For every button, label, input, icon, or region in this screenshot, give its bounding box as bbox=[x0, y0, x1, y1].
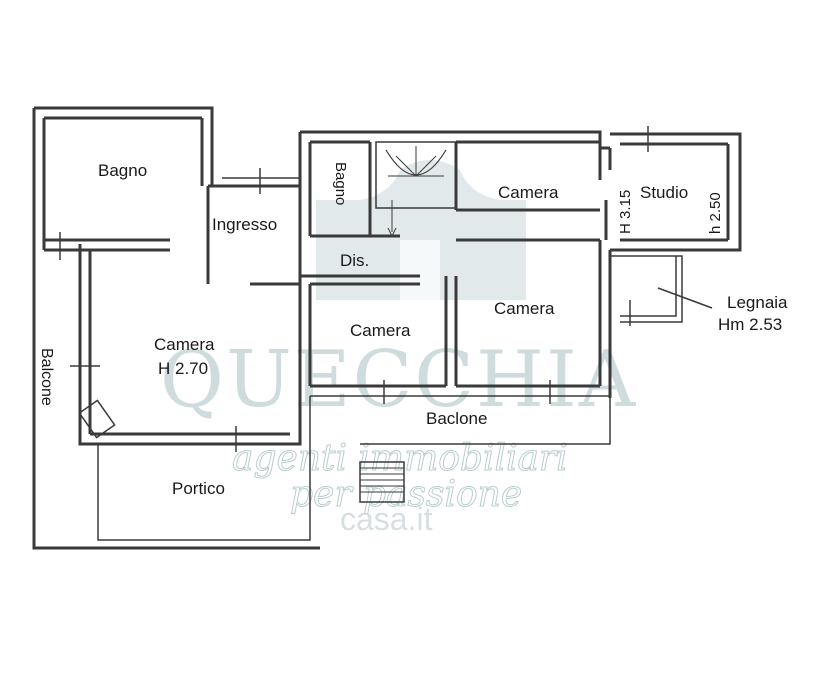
label-ingresso: Ingresso bbox=[212, 215, 277, 234]
label-camera-mid: Camera bbox=[494, 299, 555, 318]
watermark: QUECCHIA agenti immobiliari per passione… bbox=[160, 160, 637, 537]
door-marks bbox=[59, 126, 649, 452]
label-camera-main: Camera bbox=[154, 335, 215, 354]
label-baclone: Baclone bbox=[426, 409, 487, 428]
watermark-emblem bbox=[316, 160, 526, 300]
label-studio: Studio bbox=[640, 183, 688, 202]
label-studio-height: H 3.15 bbox=[617, 190, 634, 234]
room-labels: Bagno Ingresso Bagno Camera Studio H 3.1… bbox=[38, 161, 788, 498]
stairs-spiral bbox=[375, 141, 457, 238]
label-camera-center: Camera bbox=[350, 321, 411, 340]
label-bagno-left: Bagno bbox=[98, 161, 147, 180]
watermark-site: casa.it bbox=[340, 501, 433, 537]
label-camera-main-height: H 2.70 bbox=[158, 359, 208, 378]
label-legnaia-height: Hm 2.53 bbox=[718, 315, 782, 334]
walls bbox=[32, 106, 742, 550]
label-studio-height-2: h 2.50 bbox=[707, 192, 724, 234]
label-dis: Dis. bbox=[340, 251, 369, 270]
label-balcone: Balcone bbox=[38, 348, 55, 406]
label-bagno-small: Bagno bbox=[332, 162, 349, 205]
label-legnaia: Legnaia bbox=[727, 293, 788, 312]
watermark-tagline-2: per passione bbox=[290, 474, 522, 515]
legnaia-pointer bbox=[657, 287, 713, 309]
label-camera-top: Camera bbox=[498, 183, 559, 202]
label-portico: Portico bbox=[172, 479, 225, 498]
watermark-brand: QUECCHIA bbox=[160, 335, 637, 425]
stairs-lower bbox=[359, 461, 405, 503]
